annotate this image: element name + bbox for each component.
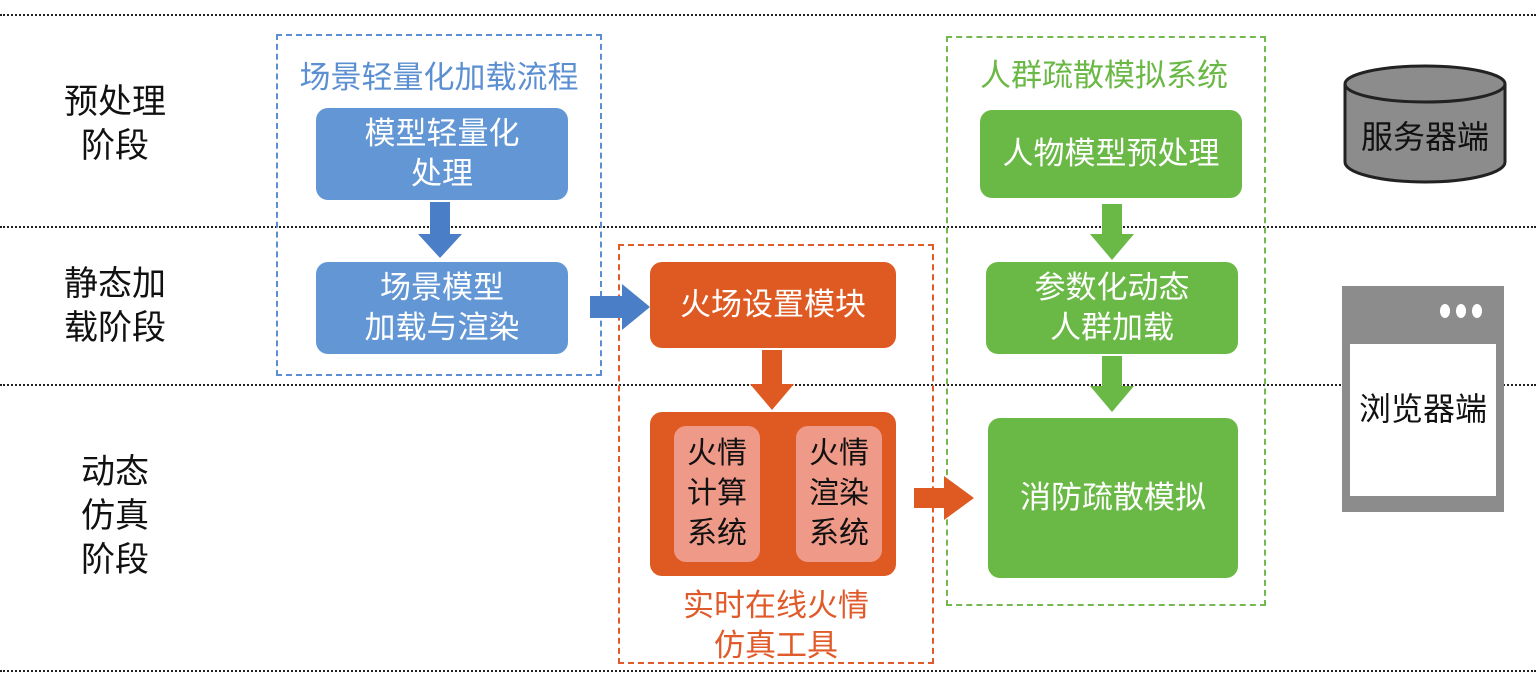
server-label: 服务器端: [1360, 118, 1489, 156]
arrow-orange-down: [750, 350, 794, 410]
group-title-fire-tool: 实时在线火情 仿真工具: [683, 588, 869, 664]
arrow-green-down-1: [1090, 204, 1134, 260]
browser-content-area: [1350, 344, 1496, 496]
group-fire-tool: [618, 244, 934, 664]
box-fire-render: 火情 渲染 系统: [796, 426, 882, 562]
group-crowd-system: [946, 36, 1266, 606]
box-scene-load-render: 场景模型 加载与渲染: [316, 262, 568, 354]
box-crowd-load: 参数化动态 人群加载: [986, 262, 1238, 354]
box-character-preprocess: 人物模型预处理: [980, 110, 1242, 198]
arrow-green-down-2: [1090, 356, 1134, 412]
group-title-crowd-system: 人群疏散模拟系统: [980, 58, 1228, 94]
server-icon: [1343, 64, 1507, 184]
stage-dynamic-sim: 动态 仿真 阶段: [81, 452, 149, 580]
stage-static-load: 静态加 载阶段: [64, 264, 166, 348]
browser-label: 浏览器端: [1358, 390, 1487, 428]
box-evac-sim: 消防疏散模拟: [988, 418, 1238, 578]
arrow-orange-right: [914, 476, 974, 520]
stage-preprocess: 预处理 阶段: [64, 82, 166, 166]
arrow-blue-right: [590, 284, 650, 330]
box-fire-calc: 火情 计算 系统: [674, 426, 760, 562]
separator-1: [0, 226, 1536, 228]
group-scene-loading: [276, 34, 602, 376]
separator-bottom: [0, 670, 1536, 672]
separator-top: [0, 14, 1536, 16]
browser-dots-icon: [1440, 304, 1482, 318]
box-model-lightweight: 模型轻量化 处理: [316, 108, 568, 200]
group-title-scene-loading: 场景轻量化加载流程: [299, 60, 579, 96]
browser-window-icon: [1342, 286, 1504, 512]
arrow-blue-down: [418, 202, 462, 258]
box-fire-setup: 火场设置模块: [650, 262, 896, 348]
